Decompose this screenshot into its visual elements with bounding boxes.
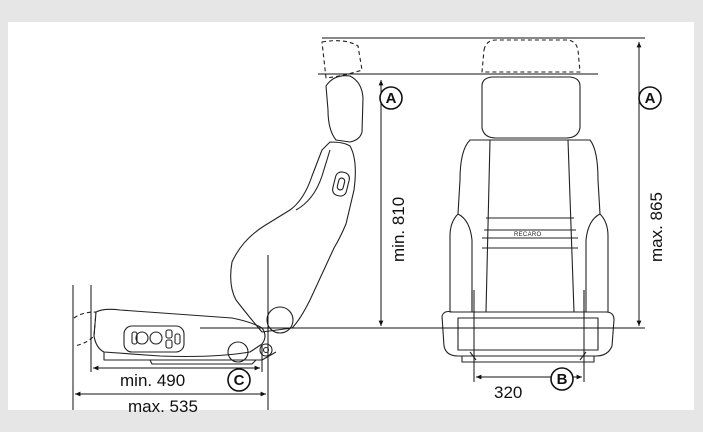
svg-text:A: A — [645, 90, 656, 107]
callout-a-side: A — [379, 86, 403, 110]
front-view-seat — [441, 39, 615, 363]
side-hinge-knob — [266, 306, 294, 334]
svg-text:A: A — [386, 90, 397, 107]
brand-label: RECARO — [514, 232, 542, 238]
callout-c: C — [227, 368, 251, 392]
side-recline-lever — [332, 171, 350, 197]
svg-text:C: C — [234, 372, 245, 389]
label-min-810: min. 810 — [389, 197, 408, 262]
side-seat-cushion — [93, 308, 266, 358]
callout-a-front: A — [638, 86, 662, 110]
side-adjust-knob — [227, 341, 249, 363]
front-headrest — [481, 76, 581, 139]
side-headrest-extended — [321, 40, 363, 79]
side-control-panel — [123, 325, 185, 353]
label-max-865: max. 865 — [647, 192, 666, 262]
svg-text:B: B — [557, 371, 568, 388]
side-headrest — [325, 75, 364, 143]
front-backrest — [449, 139, 609, 313]
label-max-535: max. 535 — [128, 397, 198, 416]
front-headrest-extended — [481, 39, 581, 73]
label-width-320: 320 — [494, 383, 522, 402]
label-min-490: min. 490 — [120, 371, 185, 390]
callout-b: B — [550, 367, 574, 391]
dimension-lines — [72, 37, 645, 410]
front-seat-cushion — [441, 310, 615, 357]
side-backrest — [230, 141, 356, 333]
side-view-seat — [73, 40, 364, 365]
